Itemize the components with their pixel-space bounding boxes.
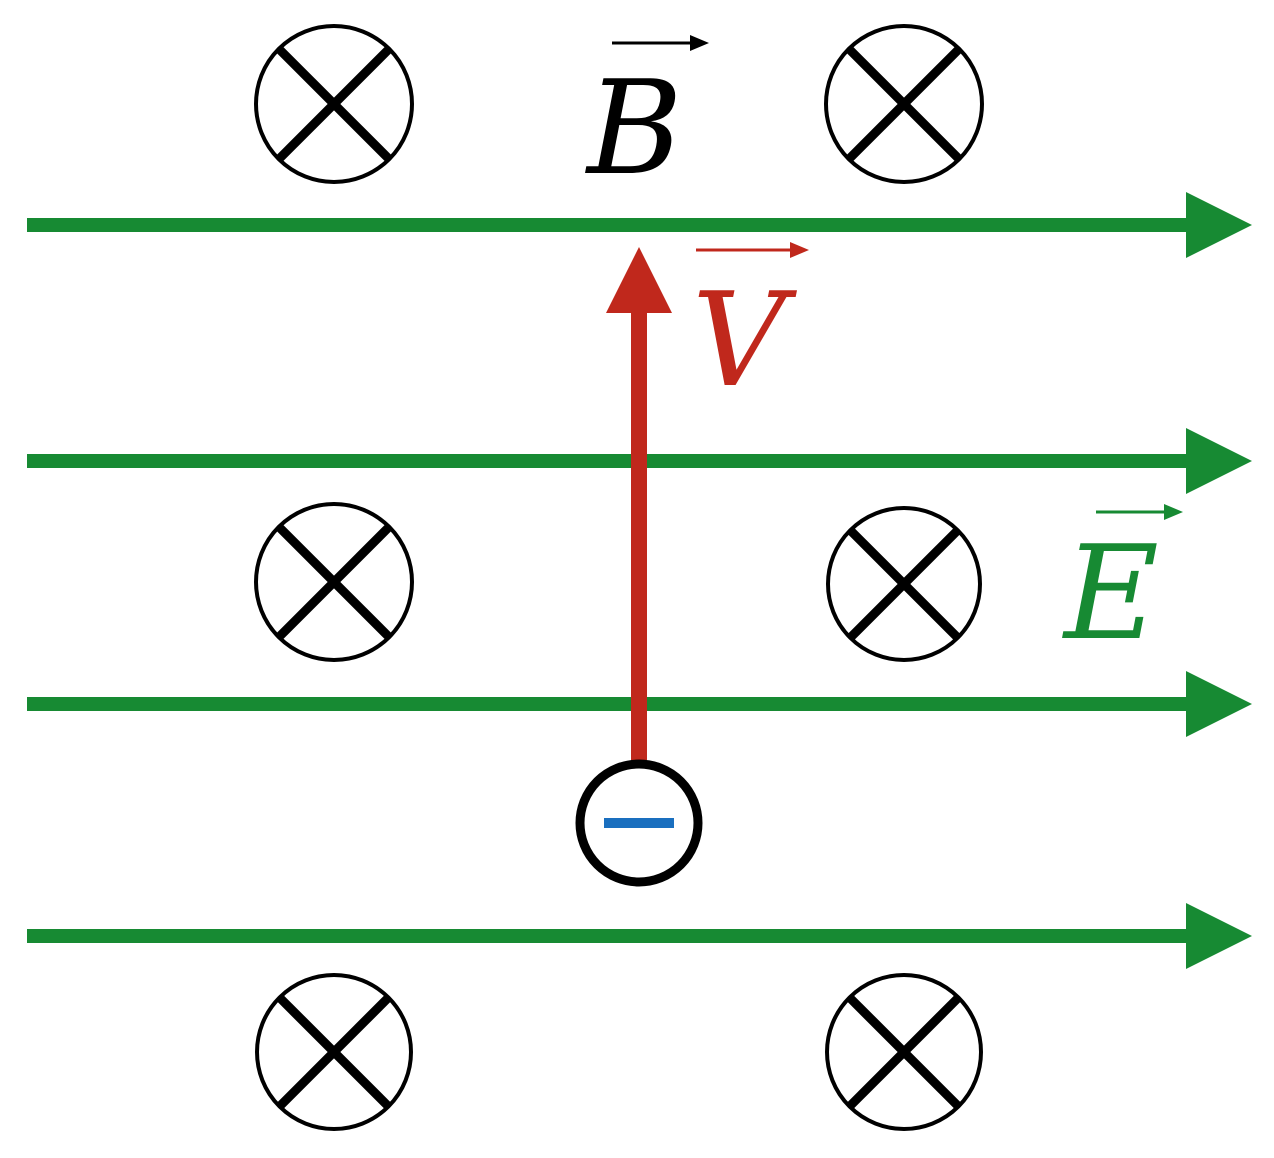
circled-x-icon	[826, 506, 982, 662]
velocity-vector	[606, 247, 672, 760]
magnetic-field-symbols	[254, 24, 984, 1131]
electric-field-symbol: E	[1062, 517, 1159, 669]
magnetic-field-symbol: B	[585, 52, 683, 204]
circled-x-icon	[254, 24, 414, 184]
electric-field-line	[27, 192, 1252, 258]
circled-minus-icon	[604, 818, 674, 828]
electric-field-line	[27, 903, 1252, 969]
electric-field-lines	[27, 192, 1252, 969]
magnetic-field-label: B	[585, 35, 709, 204]
velocity-symbol: V	[692, 264, 797, 416]
circled-x-icon	[825, 973, 983, 1131]
circled-x-icon	[255, 973, 413, 1131]
circled-x-icon	[254, 502, 414, 662]
circled-x-icon	[824, 24, 984, 184]
negative-charge: −	[575, 759, 703, 887]
electric-field-label: E	[1062, 504, 1183, 669]
electric-field-line	[27, 671, 1252, 737]
electric-field-line	[27, 428, 1252, 494]
velocity-label: V	[692, 242, 809, 416]
